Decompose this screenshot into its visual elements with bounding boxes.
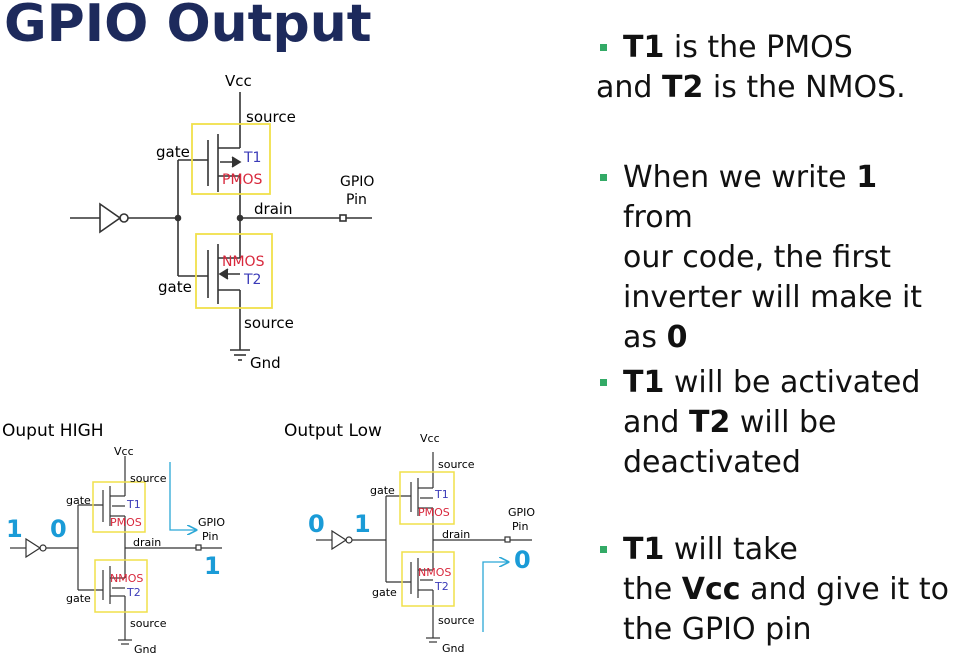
low-source-top-label: source — [438, 458, 475, 471]
bullet-marker — [600, 44, 607, 51]
low-t2-label: T2 — [434, 580, 449, 593]
main-circuit — [70, 92, 372, 361]
low-source-bottom-label: source — [438, 614, 475, 627]
pmos-highlight — [191, 123, 271, 195]
low-circuit — [316, 452, 532, 643]
pmos-label: PMOS — [222, 172, 263, 188]
high-caption: Ouput HIGH — [2, 421, 104, 441]
low-gate-top-label: gate — [370, 484, 395, 497]
bullet-4: T1 will take the Vcc and give it to the … — [596, 530, 952, 650]
low-inverted-value: 1 — [354, 510, 371, 538]
low-input-value: 0 — [308, 510, 325, 538]
high-gate-bottom-label: gate — [66, 592, 91, 605]
high-pin-label: Pin — [202, 530, 218, 543]
high-t1-label: T1 — [126, 498, 141, 511]
high-source-top-label: source — [130, 472, 167, 485]
high-t2-label: T2 — [126, 586, 141, 599]
low-gate-bottom-label: gate — [372, 586, 397, 599]
low-current-arrow — [482, 562, 508, 632]
low-t1-label: T1 — [434, 488, 449, 501]
low-caption: Output Low — [284, 421, 382, 441]
high-vcc-label: Vcc — [114, 445, 134, 458]
high-input-value: 1 — [6, 515, 23, 543]
high-pmos-label: PMOS — [110, 516, 142, 529]
bullet-1: T1 is the PMOS and T2 is the NMOS. — [596, 30, 906, 105]
low-nmos-label: NMOS — [418, 566, 451, 579]
t1-label: T1 — [243, 150, 261, 166]
high-source-bottom-label: source — [130, 617, 167, 630]
low-pin-label: Pin — [512, 520, 528, 533]
source-top-label: source — [246, 108, 296, 126]
high-drain-label: drain — [133, 536, 161, 549]
drain-label: drain — [254, 200, 293, 218]
high-inverted-value: 0 — [50, 515, 67, 543]
gpio-diagrams: Vcc source gate T1 PMOS drain GPIO Pin N… — [2, 72, 535, 656]
low-gnd-label: Gnd — [442, 642, 464, 655]
source-bottom-label: source — [244, 314, 294, 332]
high-nmos-label: NMOS — [110, 572, 143, 585]
high-gnd-label: Gnd — [134, 643, 156, 656]
high-output-value: 1 — [204, 552, 221, 580]
low-output-value: 0 — [514, 546, 531, 574]
high-gate-top-label: gate — [66, 494, 91, 507]
low-gpio-label: GPIO — [508, 506, 535, 519]
high-circuit — [10, 456, 222, 645]
nmos-highlight — [195, 233, 273, 309]
gate-bottom-label: gate — [158, 278, 192, 296]
nmos-label: NMOS — [222, 254, 265, 270]
low-drain-label: drain — [442, 528, 470, 541]
gate-top-label: gate — [156, 143, 190, 161]
gpio-label: GPIO — [340, 174, 374, 190]
low-vcc-label: Vcc — [420, 432, 440, 445]
t2-label: T2 — [243, 272, 261, 288]
low-pmos-label: PMOS — [418, 506, 450, 519]
gnd-label: Gnd — [250, 354, 281, 372]
bullet-3: T1 will be activated and T2 will be deac… — [596, 363, 952, 483]
bullet-2: When we write 1 from our code, the first… — [596, 158, 952, 358]
pin-label: Pin — [346, 192, 367, 208]
high-current-arrow — [169, 462, 196, 530]
page-title: GPIO Output — [4, 0, 372, 54]
high-gpio-label: GPIO — [198, 516, 225, 529]
vcc-label: Vcc — [225, 72, 252, 90]
